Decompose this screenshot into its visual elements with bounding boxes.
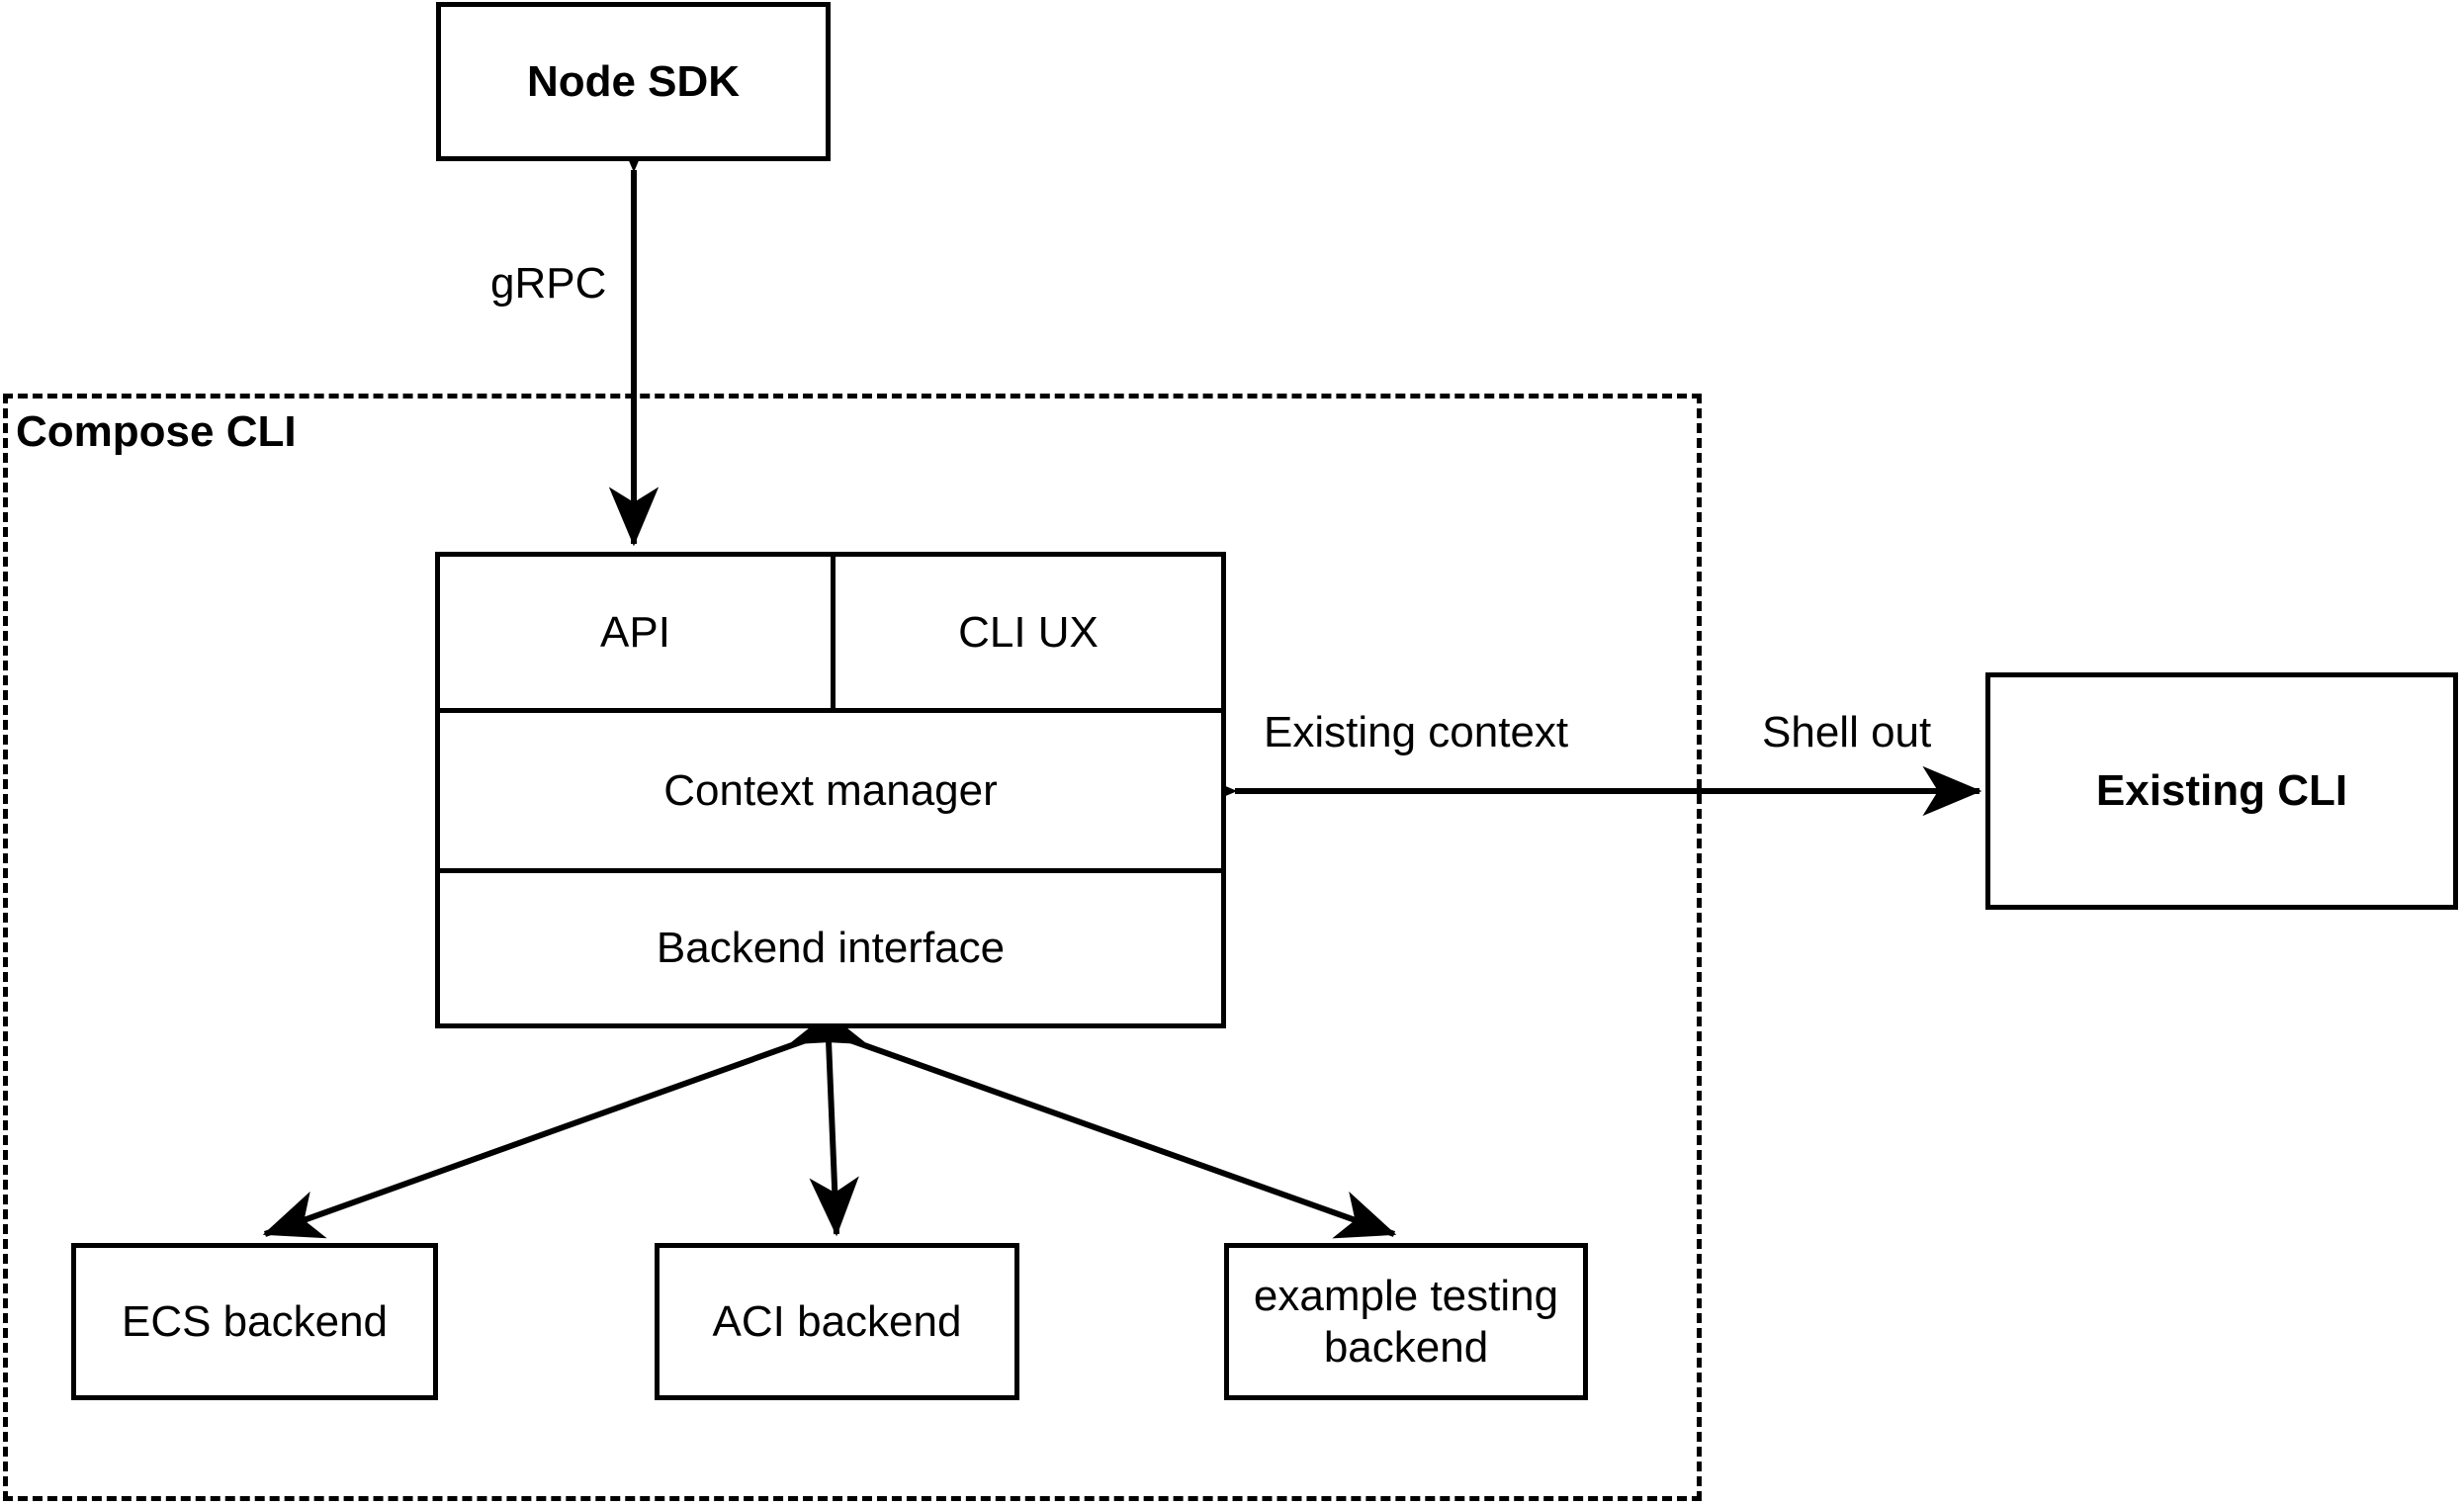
node-context-manager[interactable]: Context manager [663, 765, 998, 815]
node-node-sdk[interactable]: Node SDK [436, 2, 831, 161]
edge-label-grpc: gRPC [486, 259, 611, 309]
node-cli-ux[interactable]: CLI UX [958, 607, 1099, 657]
edge-label-existing-context: Existing context [1260, 708, 1573, 757]
stack-divider-context-backend [435, 868, 1226, 873]
node-existing-cli[interactable]: Existing CLI [1985, 672, 2458, 910]
group-compose-cli-label: Compose CLI [16, 407, 297, 456]
node-backend-interface[interactable]: Backend interface [656, 924, 1006, 972]
group-compose-cli [3, 394, 1702, 1501]
edge-label-shell-out: Shell out [1758, 708, 1936, 757]
node-api[interactable]: API [600, 607, 670, 657]
node-aci-backend[interactable]: ACI backend [655, 1243, 1019, 1400]
stack-divider-api-cliux [831, 552, 836, 711]
node-example-testing-backend[interactable]: example testing backend [1224, 1243, 1588, 1400]
node-ecs-backend[interactable]: ECS backend [71, 1243, 438, 1400]
